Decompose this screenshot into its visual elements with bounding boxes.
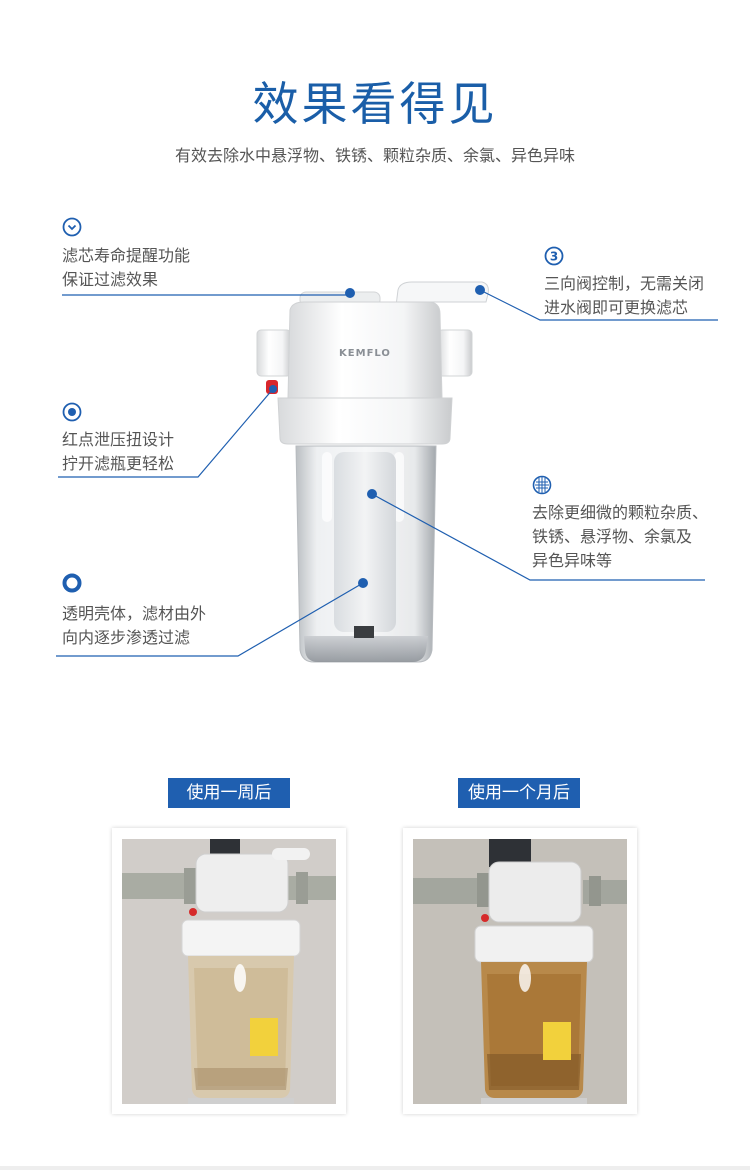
grid-globe-icon: [532, 475, 552, 495]
ring-icon: [62, 573, 82, 593]
feature-pressure-relief: [62, 402, 82, 426]
footer-divider: [0, 1166, 750, 1170]
filter-photo-one-month: [413, 839, 627, 1104]
cap-collar: [277, 397, 453, 445]
caption-one-week: 使用一周后: [168, 778, 290, 808]
feature-lifespan-line2: 保证过滤效果: [62, 270, 159, 289]
feature-fine-filtration: [532, 475, 552, 499]
filter-photo-one-week: [122, 839, 336, 1104]
feature-relief-line2: 拧开滤瓶更轻松: [62, 454, 175, 473]
photo-one-month: [403, 828, 637, 1114]
callout-lines: [56, 289, 718, 657]
callout-dots: [269, 285, 485, 588]
product-diagram: KEMFLO: [56, 281, 718, 663]
page-title: 效果看得见: [252, 77, 498, 131]
feature-relief-line1: 红点泄压扭设计: [62, 430, 175, 449]
inlet-port: [256, 329, 292, 377]
filter-cartridge: [334, 452, 396, 632]
caption-one-month: 使用一个月后: [458, 778, 580, 808]
feature-shell-line1: 透明壳体，滤材由外: [62, 604, 207, 623]
filter-cap: [287, 301, 443, 399]
feature-valve-line1: 三向阀控制，无需关闭: [544, 274, 705, 293]
feature-three-way-valve: 3: [544, 246, 564, 270]
svg-text:3: 3: [550, 249, 558, 263]
outlet-port: [437, 329, 473, 377]
dot-circle-icon: [62, 402, 82, 422]
brand-logo: KEMFLO: [339, 348, 391, 359]
feature-valve-line2: 进水阀即可更换滤芯: [544, 298, 689, 317]
feature-fine-line2: 铁锈、悬浮物、余氯及: [532, 527, 693, 546]
photo-one-week: [112, 828, 346, 1114]
feature-fine-line1: 去除更细微的颗粒杂质、: [532, 503, 709, 522]
page-subtitle: 有效去除水中悬浮物、铁锈、颗粒杂质、余氯、异色异味: [174, 146, 575, 165]
feature-lifespan-reminder: [62, 217, 82, 241]
number-3-icon: 3: [544, 246, 564, 266]
feature-fine-line3: 异色异味等: [532, 551, 613, 570]
feature-shell-line2: 向内逐步渗透过滤: [62, 628, 191, 647]
feature-transparent-shell: [62, 573, 82, 597]
feature-lifespan-line1: 滤芯寿命提醒功能: [62, 246, 191, 265]
valve-handle: [395, 281, 489, 311]
chevron-circle-icon: [62, 217, 82, 237]
